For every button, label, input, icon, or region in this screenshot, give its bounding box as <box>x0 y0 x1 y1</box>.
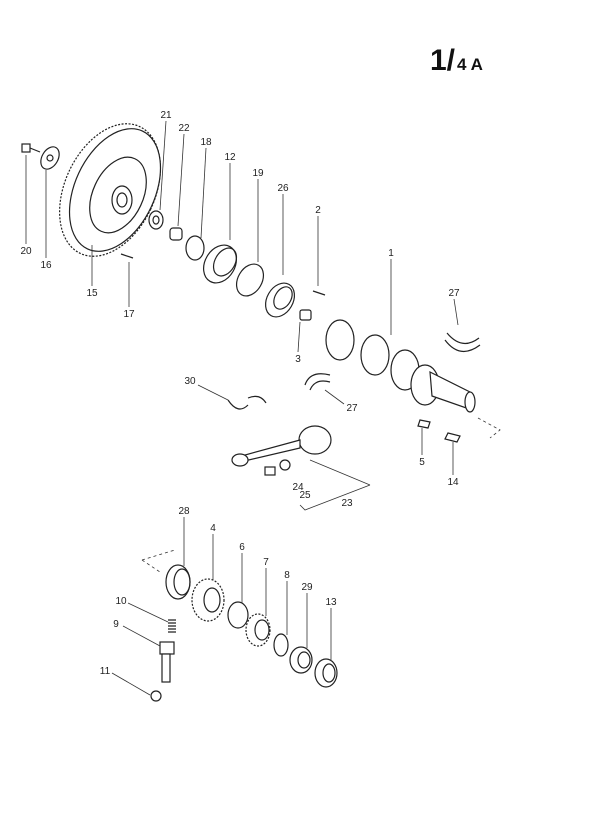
drive-shaft-part <box>150 641 175 702</box>
bushing-part <box>169 227 183 241</box>
oil-seal-part <box>314 658 338 688</box>
part-label: 18 <box>200 137 212 148</box>
bearing-part <box>289 646 313 674</box>
connecting-rod-part <box>231 425 332 467</box>
flywheel-part <box>59 123 162 257</box>
leader-lines <box>25 120 459 696</box>
bolt-part <box>21 143 41 153</box>
bolt-part <box>264 466 276 476</box>
seal-part <box>203 244 238 284</box>
bearing-shell-part <box>444 332 481 352</box>
gear-hub-part <box>165 564 191 600</box>
part-label: 16 <box>40 260 52 271</box>
spring-part <box>168 619 176 633</box>
part-number-labels: 21 22 18 12 19 26 2 1 27 20 16 15 17 3 3… <box>20 110 460 677</box>
key-part <box>444 432 461 443</box>
part-label: 15 <box>86 288 98 299</box>
oring-part <box>185 235 205 261</box>
part-label: 10 <box>115 596 127 607</box>
part-label: 23 <box>341 498 353 509</box>
part-label: 7 <box>263 557 269 568</box>
part-label: 8 <box>284 570 290 581</box>
part-label: 3 <box>295 354 301 365</box>
part-label: 30 <box>184 376 196 387</box>
page-title: 1/4 A <box>430 44 483 78</box>
part-label: 2 <box>315 205 321 216</box>
part-label: 1 <box>388 248 394 259</box>
bushing-small-part <box>299 309 312 321</box>
part-label: 14 <box>447 477 459 488</box>
page-suffix: 4 A <box>457 55 483 74</box>
plate-part <box>40 146 60 170</box>
bearing-flange-part <box>264 282 296 318</box>
part-label: 19 <box>252 168 264 179</box>
part-label: 12 <box>224 152 236 163</box>
part-label: 11 <box>100 666 111 677</box>
part-label: 25 <box>299 490 311 501</box>
crankshaft-part <box>325 319 476 413</box>
page-number: 1/ <box>430 44 456 77</box>
part-label: 13 <box>325 597 337 608</box>
part-label: 26 <box>277 183 289 194</box>
pin-part <box>120 253 134 259</box>
part-label: 6 <box>239 542 245 553</box>
part-label: 20 <box>20 246 32 257</box>
part-label: 28 <box>178 506 190 517</box>
gasket-part <box>235 263 265 297</box>
bearing-part <box>148 210 164 230</box>
part-label: 27 <box>448 288 460 299</box>
part-label: 5 <box>419 457 425 468</box>
gear-part <box>191 578 225 622</box>
part-label: 17 <box>123 309 135 320</box>
key-part <box>417 419 431 429</box>
part-label: 4 <box>210 523 216 534</box>
part-label: 24 <box>292 482 304 493</box>
ring-part <box>227 601 249 629</box>
part-label: 9 <box>113 619 119 630</box>
dowel-part <box>312 290 326 296</box>
bearing-shell-pair-part <box>227 395 267 410</box>
nut-part <box>279 459 291 471</box>
part-label: 22 <box>178 123 190 134</box>
gear-part <box>245 613 271 647</box>
circlip-part <box>273 633 289 657</box>
part-label: 29 <box>301 582 313 593</box>
part-label: 21 <box>160 110 172 121</box>
bearing-shell-part <box>304 373 331 391</box>
part-label: 27 <box>346 403 358 414</box>
